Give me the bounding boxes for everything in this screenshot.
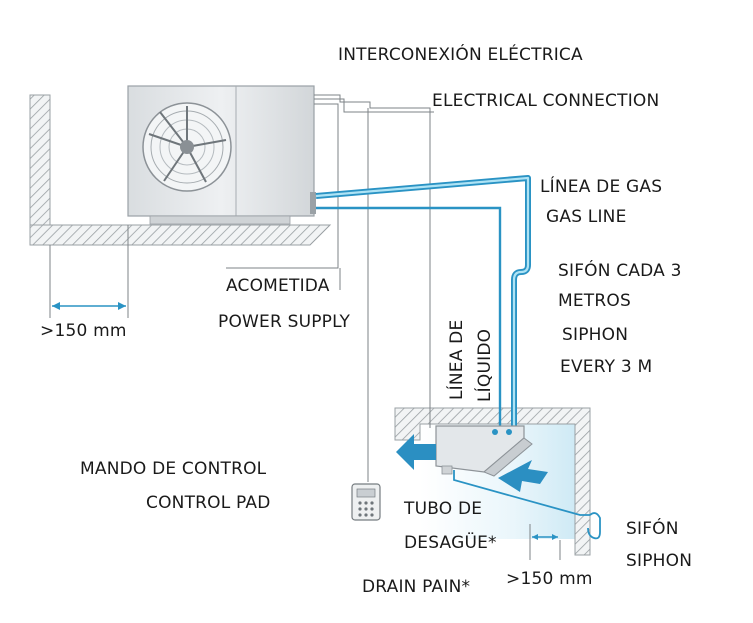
- label-dist-left: >150 mm: [40, 321, 127, 341]
- label-electrical-connection: ELECTRICAL CONNECTION: [432, 91, 659, 111]
- label-siphon-every: SIPHON: [562, 325, 628, 345]
- gas-line-pipe: [315, 175, 531, 428]
- liquid-line-pipe: [316, 206, 502, 430]
- fan-grille-icon: [142, 102, 232, 192]
- label-dist-right: >150 mm: [506, 569, 593, 589]
- label-interconexion: INTERCONEXIÓN ELÉCTRICA: [338, 43, 583, 65]
- label-metros: METROS: [558, 291, 631, 311]
- label-drain-pain: DRAIN PAIN*: [362, 577, 470, 597]
- control-pad-icon: [351, 483, 381, 521]
- airflow-arrows: [396, 434, 548, 492]
- label-linea-de-gas: LÍNEA DE GAS: [540, 175, 662, 197]
- electrical-lines: [226, 94, 434, 482]
- label-linea-de: LÍNEA DE: [445, 320, 467, 400]
- label-every-3m: EVERY 3 M: [560, 357, 652, 377]
- label-gas-line: GAS LINE: [546, 207, 627, 227]
- dimension-right: [529, 524, 561, 560]
- label-power-supply: POWER SUPPLY: [218, 312, 351, 332]
- drain-pipe: [453, 470, 601, 540]
- left-wall-and-floor: [29, 94, 332, 246]
- label-sifon-cada: SIFÓN CADA 3: [558, 259, 682, 281]
- indoor-unit: [435, 425, 533, 477]
- dimension-left: [49, 225, 129, 318]
- label-acometida: ACOMETIDA: [226, 276, 330, 296]
- label-desague: DESAGÜE*: [404, 531, 497, 553]
- label-liquido: LÍQUIDO: [473, 329, 495, 402]
- airflow-diagonal-arrow-icon: [498, 460, 548, 492]
- label-control-pad: CONTROL PAD: [146, 493, 271, 513]
- label-tubo-de: TUBO DE: [403, 499, 482, 519]
- outdoor-unit: [127, 85, 316, 225]
- label-mando-de-control: MANDO DE CONTROL: [80, 459, 267, 479]
- label-sifon: SIFÓN: [626, 517, 679, 539]
- label-siphon: SIPHON: [626, 551, 692, 571]
- airflow-left-arrow-icon: [396, 434, 436, 470]
